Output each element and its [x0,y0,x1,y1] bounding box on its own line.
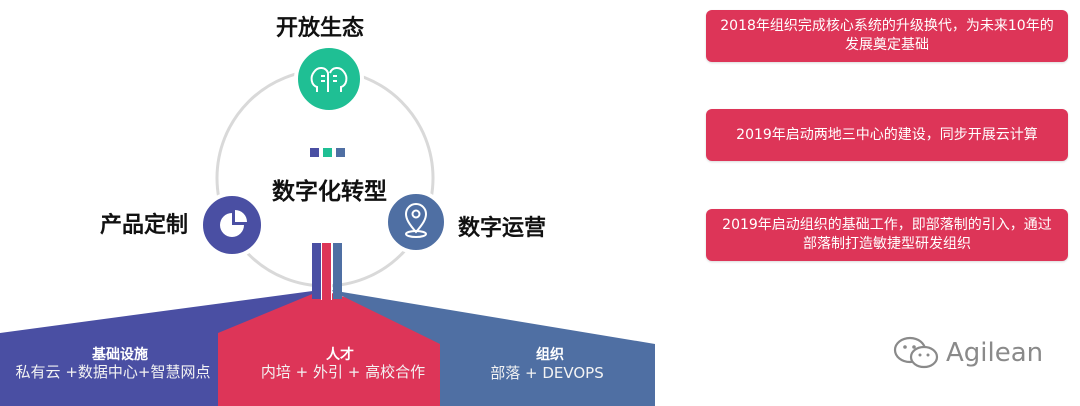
digital-ops-node [384,190,448,254]
center-square-green [323,148,332,157]
center-square-blue [336,148,345,157]
open-ecosystem-label: 开放生态 [276,16,365,41]
stem-blue [333,243,342,299]
product-custom-label: 产品定制 [100,213,189,238]
pillar-infrastructure-title: 基础设施 [92,347,148,363]
stem-red [322,243,331,301]
product-custom-node [199,192,265,258]
two-heads-icon [310,67,348,92]
pillar-infrastructure-text: 私有云 +数据中心+智慧网点 [15,363,211,381]
pillar-organization-shape [330,290,655,406]
open-ecosystem-node [294,44,364,114]
center-title: 数字化转型 [272,179,387,205]
location-pin-icon [404,203,428,238]
note-2019-tribe: 2019年启动组织的基础工作，即部落制的引入，通过部落制打造敏捷型研发组织 [706,209,1068,261]
wechat-icon [893,336,939,369]
watermark: Agilean [892,336,1043,370]
watermark-text: Agilean [946,338,1044,368]
pillar-organization-title: 组织 [536,347,564,363]
center-square-purple [310,148,319,157]
note-2019-dual-site: 2019年启动两地三中心的建设，同步开展云计算 [706,109,1068,161]
stem-purple [312,243,321,299]
pillar-talent-text: 内培 + 外引 + 高校合作 [260,363,426,381]
pillar-organization-text: 部落 + DEVOPS [490,364,604,382]
pie-chart-icon [220,210,247,237]
digital-ops-label: 数字运营 [458,216,547,241]
note-2018: 2018年组织完成核心系统的升级换代，为未来10年的发展奠定基础 [706,10,1068,62]
pillar-talent-title: 人才 [326,347,354,363]
